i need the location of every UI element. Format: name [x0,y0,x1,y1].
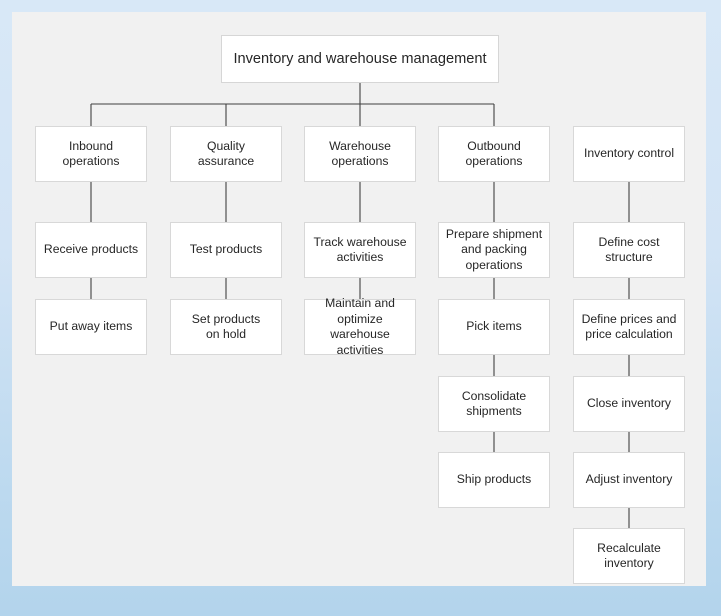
node-inventory-control-step-4[interactable]: Adjust inventory [573,452,685,508]
node-inbound-operations-header[interactable]: Inbound operations [35,126,147,182]
node-outbound-operations-header[interactable]: Outbound operations [438,126,550,182]
node-warehouse-operations-step-1[interactable]: Track warehouse activities [304,222,416,278]
node-outbound-operations-step-1[interactable]: Prepare shipment and packing operations [438,222,550,278]
node-inventory-control-step-1[interactable]: Define cost structure [573,222,685,278]
node-inventory-control-step-5[interactable]: Recalculate inventory [573,528,685,584]
node-warehouse-operations-header[interactable]: Warehouse operations [304,126,416,182]
node-inventory-control-step-2[interactable]: Define prices and price calculation [573,299,685,355]
node-outbound-operations-step-4[interactable]: Ship products [438,452,550,508]
node-inbound-operations-step-1[interactable]: Receive products [35,222,147,278]
node-inbound-operations-step-2[interactable]: Put away items [35,299,147,355]
node-inventory-control-step-3[interactable]: Close inventory [573,376,685,432]
node-quality-assurance-header[interactable]: Quality assurance [170,126,282,182]
node-outbound-operations-step-2[interactable]: Pick items [438,299,550,355]
node-outbound-operations-step-3[interactable]: Consolidate shipments [438,376,550,432]
root-node-inventory-and-warehouse-management[interactable]: Inventory and warehouse management [221,35,499,83]
node-quality-assurance-step-1[interactable]: Test products [170,222,282,278]
node-quality-assurance-step-2[interactable]: Set products on hold [170,299,282,355]
node-warehouse-operations-step-2[interactable]: Maintain and optimize warehouse activiti… [304,296,416,357]
node-inventory-control-header[interactable]: Inventory control [573,126,685,182]
